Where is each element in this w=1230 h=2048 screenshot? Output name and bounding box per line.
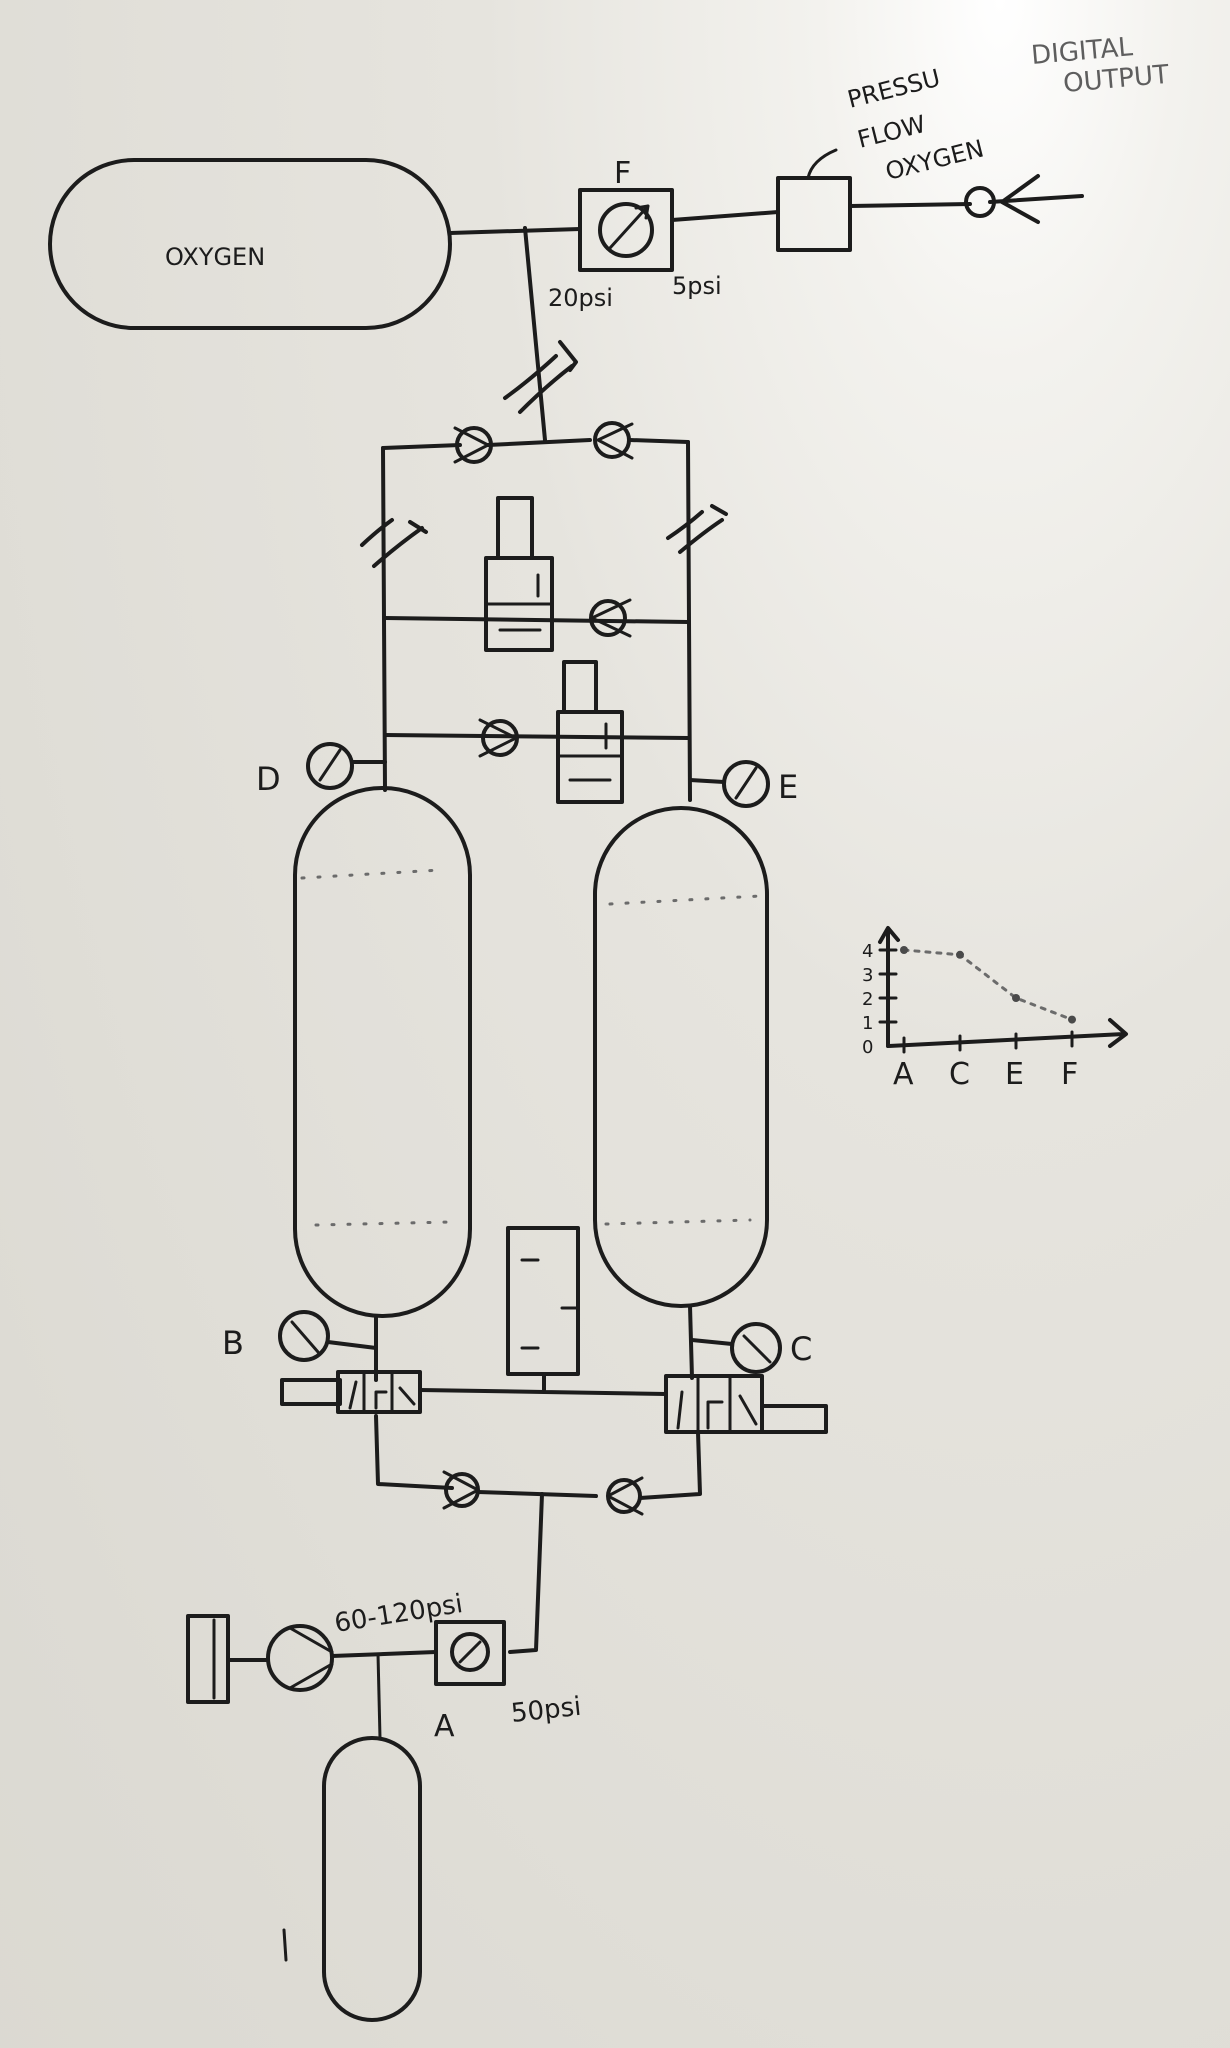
pipe-middle-horizontal-2 [383,733,690,740]
solenoid-2-ports-icon [556,722,624,782]
pressure-50psi-label: 50psi [510,1692,583,1729]
flow-restrictor-right-icon [666,504,728,554]
pipe-tank-to-f [448,227,582,235]
valve-right-ports-icon [676,1374,758,1434]
pipe-right-bed-bottom [638,1304,702,1500]
chart-point [1068,1015,1076,1024]
solenoid-1-ports-icon [484,573,554,632]
pipe-feed-vertical [508,1492,544,1654]
chart-point [956,950,964,959]
regulator-f-gauge-icon [598,202,654,258]
regulator-a-gauge-icon [450,1632,490,1672]
chart-y-tick-label: 0 [862,1037,873,1058]
oxygen-tank [48,158,452,330]
compressor-icon [266,1624,334,1692]
pipe-sensor-to-outlet [848,202,972,208]
stray-mark [282,1928,288,1962]
compressor-rotor-icon [288,1626,334,1690]
check-valve-left-bottom-icon [444,1472,480,1508]
regulator-a-label: A [434,1709,455,1744]
chart-x-tick-label: F [1061,1057,1078,1092]
intake-filter [186,1614,230,1704]
gauge-d-icon [306,742,354,790]
sensor-box [776,176,852,252]
silencer-box [506,1226,580,1376]
check-valve-seat-icon [596,422,634,460]
gauge-needle-icon [608,204,650,250]
chart-x-tick-label: A [893,1057,914,1092]
chart-y-tick-label: 3 [862,965,873,986]
chart-x-tick-label: E [1005,1057,1024,1092]
pipe-bottom-center [476,1490,598,1498]
pipe-main-vertical [523,226,547,442]
pipe-gauge-e [688,778,726,784]
check-valve-right-top-icon [593,421,631,459]
pipe-f-to-sensor [670,210,780,222]
pipe-check-row [381,438,690,450]
gauge-b-icon [278,1310,330,1362]
solenoid-1-coil [496,496,534,560]
gauge-d-label: D [256,760,281,798]
regulator-f-box [578,188,674,272]
sensor-lead [806,148,838,180]
sieve-bed-right-media [604,894,762,1226]
chart-y-axis [878,926,900,1048]
chart-y-tick-label: 1 [862,1013,873,1034]
gauge-needle-icon [290,1320,320,1354]
gauge-needle-icon [734,766,758,800]
check-valve-right-bottom-icon [606,1478,642,1514]
sensor-line-pressure: PRESSU [845,64,943,114]
check-valve-seat-icon [606,1476,644,1516]
solenoid-2-coil [562,660,598,714]
valve-right-coil [760,1404,828,1434]
chart-point [900,946,908,954]
gauge-e-label: E [778,768,798,806]
pipe-gauge-c [690,1338,734,1346]
check-valve-seat-icon [478,718,518,758]
sieve-bed-right [593,806,769,1308]
chart-point [1012,994,1020,1002]
chart-y-tick-label: 4 [862,941,873,962]
gauge-c-label: C [790,1330,812,1368]
sieve-bed-left-media [300,868,452,1227]
chart-series-line [902,948,1074,1022]
regulator-f-label: F [614,156,631,191]
check-valve-seat-icon [590,598,632,638]
pipe-compressor-to-a [330,1650,438,1658]
check-valve-seat-icon [453,426,490,464]
pressure-range-label: 60-120psi [332,1589,464,1639]
check-valve-left-top-icon [455,426,493,464]
check-valve-seat-icon [442,1470,480,1510]
regulator-a-box [434,1620,506,1686]
pipe-middle-horizontal-1 [383,616,690,624]
silencer-baffles-icon [520,1258,578,1350]
gauge-needle-icon [458,1640,482,1664]
chart-x-axis [886,1018,1128,1048]
flow-restrictor-left-icon [360,518,428,568]
flow-restrictor-top-icon [503,340,578,414]
air-receiver-tank [322,1736,422,2022]
chart-y-tick-label: 2 [862,989,873,1010]
gauge-needle-icon [742,1334,772,1364]
valve-left-coil [280,1378,342,1406]
gauge-needle-icon [318,748,342,782]
sieve-bed-left [293,786,472,1318]
valve-left-ports-icon [348,1370,416,1414]
gauge-b-label: B [222,1324,244,1362]
gauge-c-icon [730,1322,782,1374]
pipe-gauge-b [326,1340,378,1350]
pipe-to-air-tank [376,1652,382,1740]
pressure-20psi-label: 20psi [548,284,613,312]
pressure-5psi-label: 5psi [672,272,722,300]
oxygen-tank-label: OXYGEN [165,243,265,271]
chart-x-tick-label: C [949,1057,970,1092]
pipe-exhaust-horizontal [418,1372,668,1396]
sensor-line-flow: FLOW [855,110,929,154]
valve-left-body [336,1370,422,1414]
outlet-arrow-icon [988,174,1084,224]
